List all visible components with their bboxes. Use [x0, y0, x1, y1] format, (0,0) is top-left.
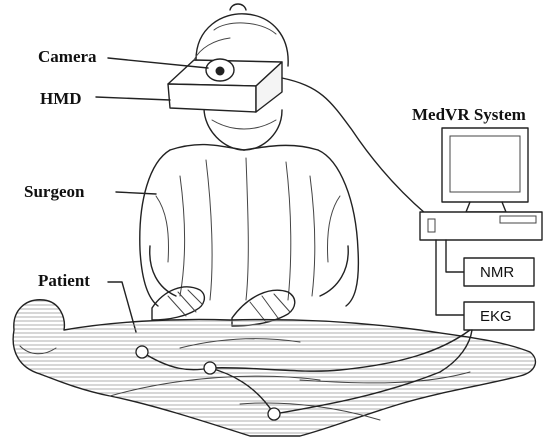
monitor-icon: [442, 128, 528, 202]
label-hmd: HMD: [40, 89, 82, 108]
surgeon-figure: [140, 4, 359, 326]
label-camera: Camera: [38, 47, 97, 66]
label-surgeon: Surgeon: [24, 182, 85, 201]
medvr-computer: [420, 128, 542, 240]
label-patient: Patient: [38, 271, 90, 290]
ekg-label: EKG: [480, 308, 512, 325]
surgeon-cap: [196, 14, 288, 66]
hmd-leader: [96, 97, 170, 100]
surgeon-leader: [116, 192, 156, 194]
hmd-device: [168, 38, 426, 214]
nmr-connector: [446, 240, 464, 272]
cap-top: [230, 4, 246, 10]
gown-left: [140, 150, 170, 306]
electrode-2: [204, 362, 216, 374]
electrode-3: [268, 408, 280, 420]
electrode-1: [136, 346, 148, 358]
label-medvr-system: MedVR System: [412, 105, 526, 124]
ekg-connector: [436, 240, 464, 315]
nmr-label: NMR: [480, 264, 514, 281]
hmd-cable: [282, 78, 426, 214]
